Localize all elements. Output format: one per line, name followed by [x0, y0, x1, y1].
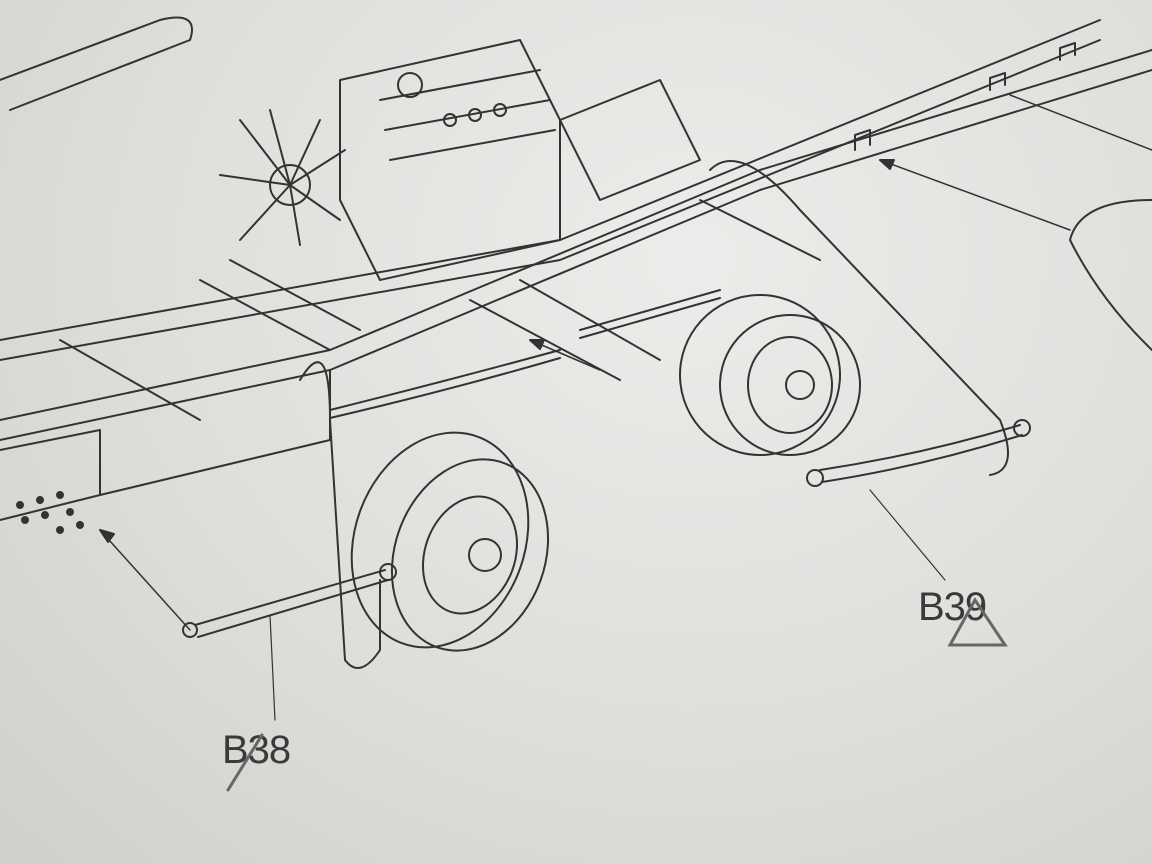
rear-wheel [679, 294, 861, 456]
shock-loop [709, 160, 1009, 476]
bumper-bolt-plate [16, 491, 84, 534]
assembly-arrow [879, 159, 1071, 231]
exhaust-pipe [0, 16, 193, 111]
frame-rails [0, 19, 1152, 521]
pencil-mark-b38 [226, 733, 264, 792]
leaf-spring [329, 349, 561, 419]
part-label-b39: B39 [918, 585, 987, 629]
fuel-tank-part [1069, 199, 1152, 351]
engine-fan [219, 109, 346, 246]
part-label-b38: B38 [222, 728, 291, 772]
rail-slots [854, 42, 1076, 151]
leaf-spring [579, 289, 721, 339]
assembly-arrow [1009, 94, 1152, 151]
front-wheel [350, 431, 550, 652]
tie-rod-b39 [529, 339, 1031, 581]
tie-rod-b38 [99, 529, 397, 721]
engine-block [339, 39, 701, 281]
shock-loop [299, 361, 381, 669]
pencil-mark-b39 [947, 597, 1008, 647]
cross-members [59, 199, 821, 421]
